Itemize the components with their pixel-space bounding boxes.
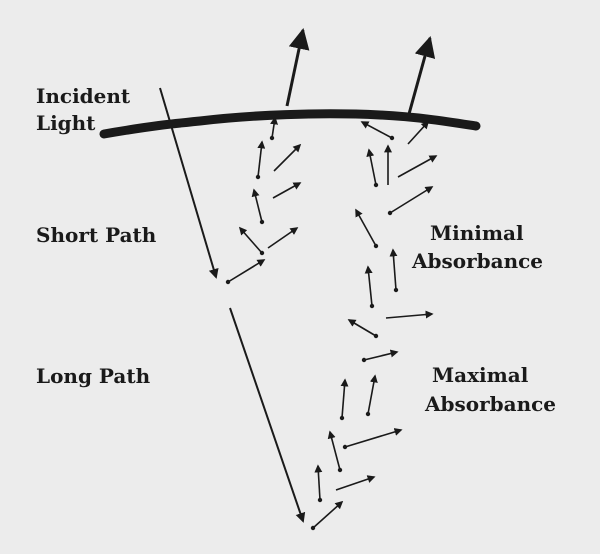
reflected-ray-left bbox=[285, 27, 310, 107]
reflected-ray-right bbox=[407, 35, 436, 115]
long-path-dots bbox=[310, 135, 399, 531]
incident-ray bbox=[159, 87, 219, 279]
short-path-scatter bbox=[227, 116, 302, 283]
label-maximal: Maximal bbox=[432, 363, 529, 387]
label-light: Light bbox=[36, 111, 96, 135]
short-path-dots bbox=[225, 135, 275, 285]
label-minimal-absorbance: Absorbance bbox=[411, 249, 543, 273]
label-minimal: Minimal bbox=[430, 221, 524, 245]
sample-surface bbox=[99, 109, 481, 139]
label-long-path: Long Path bbox=[36, 364, 151, 388]
long-path-scatter bbox=[312, 120, 438, 529]
label-short-path: Short Path bbox=[36, 223, 157, 247]
long-path-ray bbox=[229, 307, 306, 523]
label-maximal-absorbance: Absorbance bbox=[424, 392, 556, 416]
label-incident: Incident bbox=[36, 84, 131, 108]
